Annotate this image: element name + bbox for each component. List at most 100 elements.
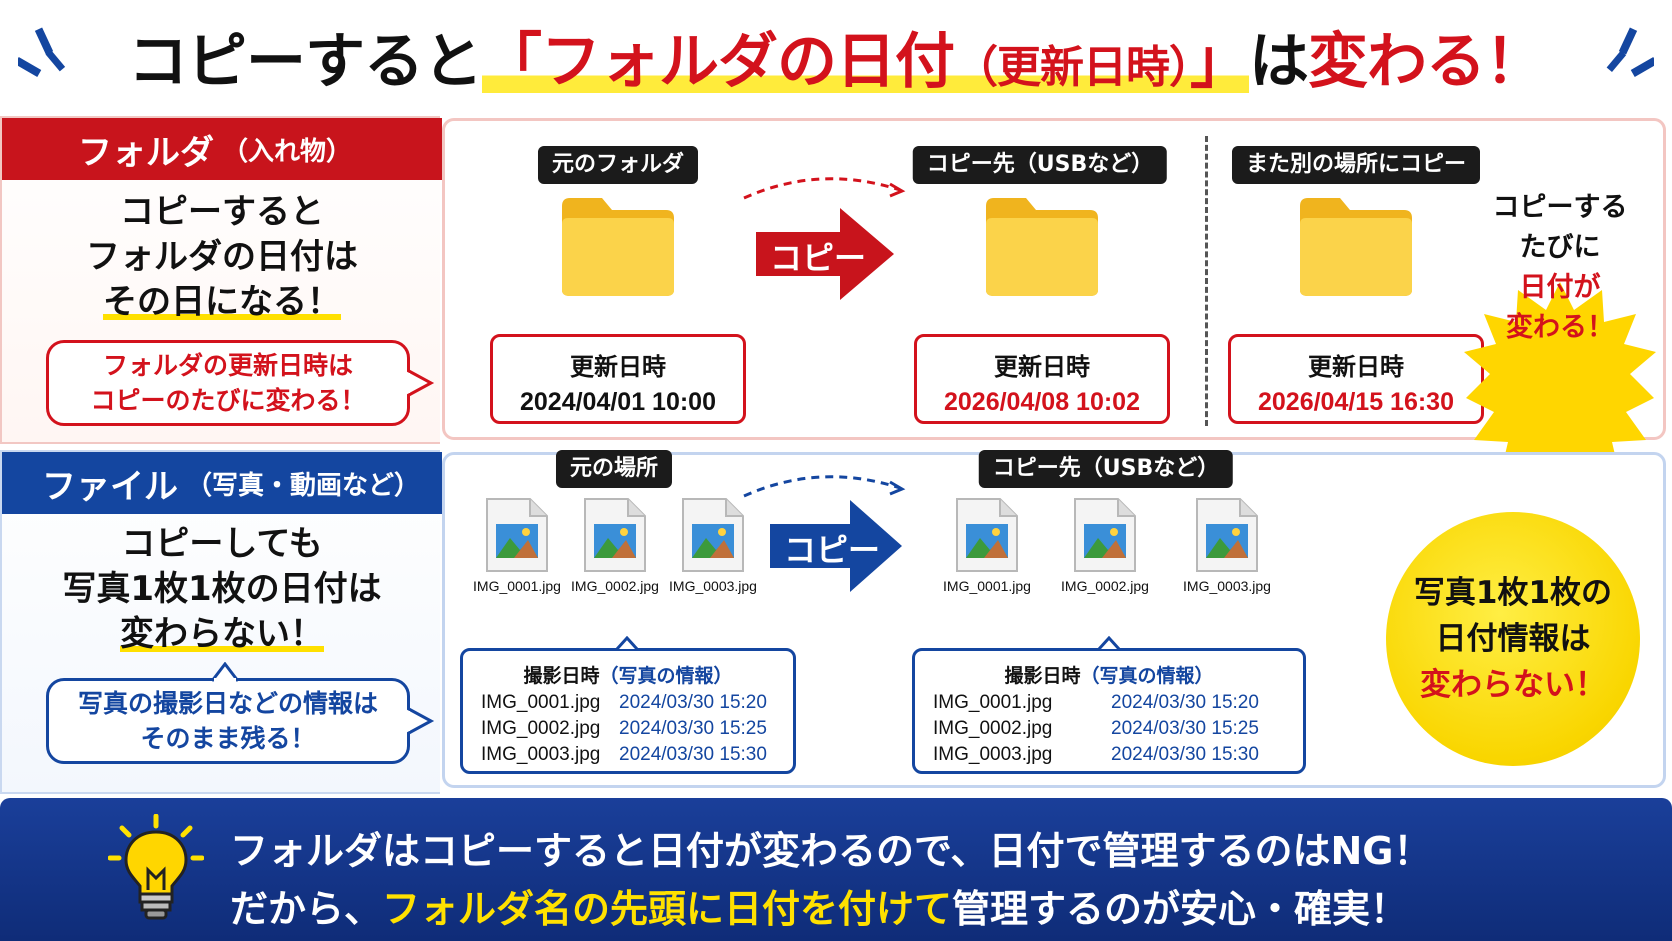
info-header-sub: （写真の情報） <box>599 665 733 687</box>
image-file-icon <box>486 498 548 572</box>
burst-icon <box>1464 282 1656 500</box>
file-name: IMG_0002.jpg <box>1061 578 1149 594</box>
info-header-sub: （写真の情報） <box>1080 665 1214 687</box>
image-file-icon <box>1196 498 1258 572</box>
info-file-name: IMG_0002.jpg <box>933 718 1053 739</box>
info-file-name: IMG_0002.jpg <box>481 718 601 739</box>
copy-dest-label: コピー先（USBなど） <box>912 146 1168 184</box>
banner-line2-c: 管理するのが安心・確実！ <box>952 887 1409 931</box>
file-bubble-line1: 写真の撮影日などの情報は <box>77 689 378 718</box>
folder-icon <box>562 198 674 296</box>
title-part3: （更新日時） <box>954 41 1191 93</box>
folder-message-line3: その日になる！ <box>103 282 341 322</box>
folder-bubble: フォルダの更新日時は コピーのたびに変わる！ <box>46 340 410 426</box>
burst-line3: 日付が <box>1519 272 1601 303</box>
title-part1: コピーすると <box>128 26 483 97</box>
file-bubble: 写真の撮影日などの情報は そのまま残る！ <box>46 678 410 764</box>
info-header: 撮影日時（写真の情報） <box>463 661 793 688</box>
info-file-name: IMG_0003.jpg <box>933 744 1053 765</box>
image-file-icon <box>584 498 646 572</box>
file-tab-sub: （写真・動画など） <box>186 470 421 501</box>
info-row: IMG_0001.jpg 2024/03/30 15:20 <box>463 692 793 714</box>
circle-line2: 日付情報は <box>1435 621 1591 657</box>
copy-info-box: 撮影日時（写真の情報） IMG_0001.jpg 2024/03/30 15:20… <box>912 648 1306 774</box>
folder-bubble-line1: フォルダの更新日時は <box>102 351 353 380</box>
info-row: IMG_0002.jpg 2024/03/30 15:25 <box>463 718 793 740</box>
file-bubble-line2: そのまま残る！ <box>140 724 316 753</box>
info-file-date: 2024/03/30 15:30 <box>1111 744 1259 765</box>
info-header-label: 撮影日時 <box>523 665 600 687</box>
file-name: IMG_0003.jpg <box>669 578 757 594</box>
copy-arrow-label: コピー <box>784 531 881 569</box>
arrow-right-icon <box>756 208 894 300</box>
original-location-label: 元の場所 <box>555 450 673 488</box>
connector-notch <box>1098 636 1120 650</box>
dashed-curve-arrow <box>743 177 906 200</box>
burst-line1: コピーする <box>1492 192 1628 223</box>
title-part2: 「フォルダの日付 <box>482 26 955 97</box>
file-tab-label: ファイル <box>42 466 178 507</box>
original-info-box: 撮影日時（写真の情報） IMG_0001.jpg 2024/03/30 15:20… <box>460 648 796 774</box>
original-date: 2024/04/01 10:00 <box>519 388 716 416</box>
file-name: IMG_0001.jpg <box>943 578 1031 594</box>
unchanged-circle: 写真1枚1枚の 日付情報は 変わらない！ <box>1386 512 1640 766</box>
burst-icon <box>18 27 66 77</box>
info-file-date: 2024/03/30 15:20 <box>1111 692 1259 713</box>
image-file-icon <box>682 498 744 572</box>
another-copy-label: また別の場所にコピー <box>1231 146 1481 184</box>
file-name: IMG_0002.jpg <box>571 578 659 594</box>
bubble-tail <box>407 706 435 736</box>
folder-message: コピーすると フォルダの日付は その日になる！ <box>2 190 442 325</box>
banner-line2-a: だから、 <box>230 887 383 931</box>
bubble-tail <box>407 368 435 398</box>
burst-icon <box>1606 27 1654 77</box>
date-label: 更新日時 <box>1308 353 1404 381</box>
circle-line3: 変わらない！ <box>1420 667 1606 703</box>
date-label: 更新日時 <box>570 353 666 381</box>
info-row: IMG_0001.jpg 2024/03/30 15:20 <box>915 692 1303 714</box>
banner-line1: フォルダはコピーすると日付が変わるので、日付で管理するのはNG！ <box>230 829 1432 873</box>
file-explanation: ファイル （写真・動画など） コピーしても 写真1枚1枚の日付は 変わらない！ … <box>0 450 442 794</box>
folder-tab-sub: （入れ物） <box>222 136 353 167</box>
info-file-date: 2024/03/30 15:25 <box>1111 718 1259 739</box>
file-message: コピーしても 写真1枚1枚の日付は 変わらない！ <box>2 522 442 657</box>
date-label: 更新日時 <box>994 353 1090 381</box>
folder-explanation: フォルダ （入れ物） コピーすると フォルダの日付は その日になる！ フォルダの… <box>0 116 442 444</box>
info-file-name: IMG_0001.jpg <box>933 692 1053 713</box>
info-header-label: 撮影日時 <box>1004 665 1081 687</box>
title-part4: 」 <box>1190 26 1250 97</box>
conclusion-banner: フォルダはコピーすると日付が変わるので、日付で管理するのはNG！ だから、フォル… <box>0 798 1672 941</box>
image-file-icon <box>1074 498 1136 572</box>
info-file-name: IMG_0001.jpg <box>481 692 601 713</box>
burst-message: コピーする たびに 日付が 変わる！ <box>1462 188 1658 348</box>
folder-message-line1: コピーすると <box>120 192 324 232</box>
file-message-line1: コピーしても <box>121 524 323 564</box>
connector-notch <box>616 636 638 650</box>
another-date: 2026/04/15 16:30 <box>1257 388 1454 416</box>
folder-tab-label: フォルダ <box>78 132 214 173</box>
original-date-box: 更新日時 2024/04/01 10:00 <box>490 334 746 424</box>
copy-dest-label: コピー先（USBなど） <box>978 450 1234 488</box>
info-header: 撮影日時（写真の情報） <box>915 661 1303 688</box>
banner-line2: だから、フォルダ名の先頭に日付を付けて管理するのが安心・確実！ <box>230 878 1408 933</box>
another-date-box: 更新日時 2026/04/15 16:30 <box>1228 334 1484 424</box>
image-file-icon <box>956 498 1018 572</box>
folder-icon <box>1300 198 1412 296</box>
info-file-date: 2024/03/30 15:25 <box>619 718 767 739</box>
info-file-date: 2024/03/30 15:30 <box>619 744 767 765</box>
dashed-curve-arrow <box>743 475 906 498</box>
banner-line2-b: フォルダ名の先頭に日付を付けて <box>382 887 953 931</box>
copy-date: 2026/04/08 10:02 <box>943 388 1140 416</box>
title-part5: は <box>1249 26 1309 97</box>
info-file-date: 2024/03/30 15:20 <box>619 692 767 713</box>
file-name: IMG_0003.jpg <box>1183 578 1271 594</box>
folder-section: フォルダ （入れ物） コピーすると フォルダの日付は その日になる！ フォルダの… <box>0 116 1672 500</box>
copy-arrow-label: コピー <box>770 239 867 277</box>
divider <box>1205 136 1208 426</box>
file-name: IMG_0001.jpg <box>473 578 561 594</box>
title-highlight: 「フォルダの日付（更新日時）」 <box>482 12 1250 100</box>
arrow-right-icon <box>770 500 902 592</box>
lightbulb-icon <box>108 814 204 920</box>
burst-line4: 変わる！ <box>1506 312 1614 343</box>
folder-icon <box>986 198 1098 296</box>
